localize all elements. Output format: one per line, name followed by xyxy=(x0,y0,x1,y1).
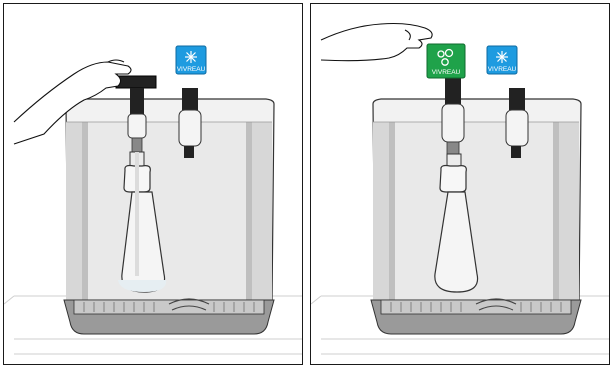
drip-tray xyxy=(370,298,582,335)
tap-right xyxy=(178,88,202,158)
badge-label: VIVREAU xyxy=(432,69,461,76)
water-icon xyxy=(496,51,508,63)
dispenser-illustration-left: VIVREAU xyxy=(4,45,302,355)
vivreau-badge-blue: VIVREAU xyxy=(486,45,518,75)
hand-left xyxy=(13,59,132,145)
drip-tray xyxy=(63,298,275,335)
vivreau-badge-left: VIVREAU xyxy=(175,45,207,75)
carafe xyxy=(434,153,479,293)
panel-pouring-water: VIVREAU xyxy=(3,3,303,365)
panel-changing-handle: VIVREAU VIVREAU xyxy=(310,3,610,365)
vivreau-badge-green: VIVREAU xyxy=(426,43,466,79)
dispenser-body xyxy=(65,98,275,305)
dispenser-illustration-right: VIVREAU VIVREAU xyxy=(311,22,609,355)
hand-right xyxy=(320,22,433,62)
badge-label: VIVREAU xyxy=(177,66,206,73)
tap-right xyxy=(505,88,529,158)
tap-left xyxy=(115,75,157,153)
badge-bg xyxy=(426,43,466,79)
sparkling-icon xyxy=(437,48,454,66)
water-icon xyxy=(185,51,197,63)
carafe xyxy=(118,151,167,293)
tap-left xyxy=(441,74,465,155)
badge-label: VIVREAU xyxy=(488,66,517,73)
